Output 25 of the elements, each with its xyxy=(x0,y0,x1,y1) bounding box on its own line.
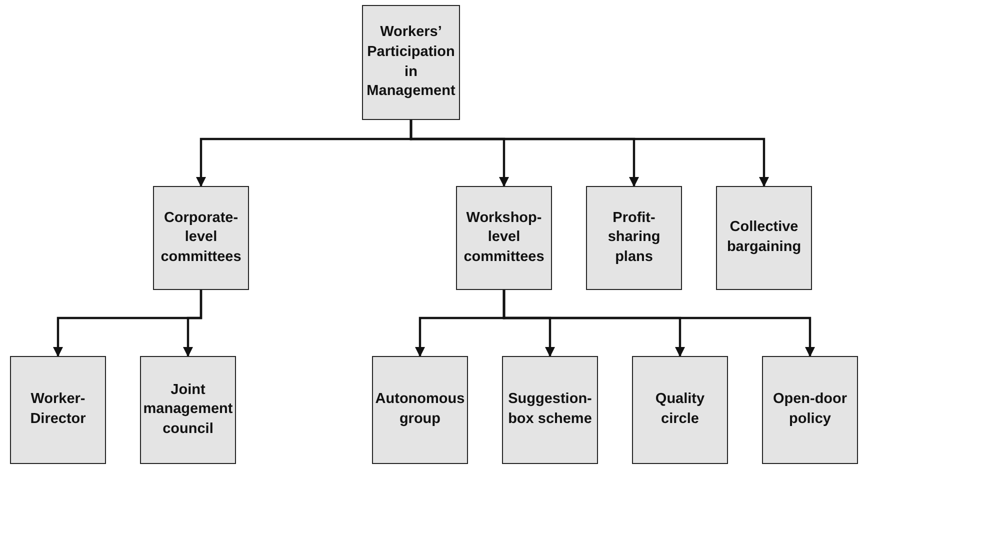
box-label: Suggestion-box scheme xyxy=(507,390,593,429)
org-box xyxy=(456,186,552,290)
org-box xyxy=(153,186,249,290)
org-box xyxy=(632,356,728,464)
org-box xyxy=(362,5,460,120)
org-box xyxy=(762,356,858,464)
connector-arrow xyxy=(502,290,815,357)
box-label: Profit-sharing plans xyxy=(606,208,662,267)
box-label: Quality circle xyxy=(654,390,706,429)
org-box xyxy=(10,356,106,464)
box-label: Worker-Director xyxy=(29,390,87,429)
connector-arrow xyxy=(410,120,769,187)
box-label: Workers’ Participation in Management xyxy=(366,23,456,102)
box-label: Corporate-level committees xyxy=(160,208,242,267)
box-label: Workshop-level committees xyxy=(462,208,546,267)
org-box xyxy=(140,356,236,464)
org-box xyxy=(502,356,598,464)
box-label: Autonomous group xyxy=(375,390,465,429)
box-label: Open-door policy xyxy=(772,390,848,429)
box-label: Collective bargaining xyxy=(726,218,802,257)
box-label: Joint management council xyxy=(143,380,233,439)
org-box xyxy=(716,186,812,290)
org-box xyxy=(586,186,682,290)
connector-arrow xyxy=(183,290,202,357)
org-box xyxy=(372,356,468,464)
